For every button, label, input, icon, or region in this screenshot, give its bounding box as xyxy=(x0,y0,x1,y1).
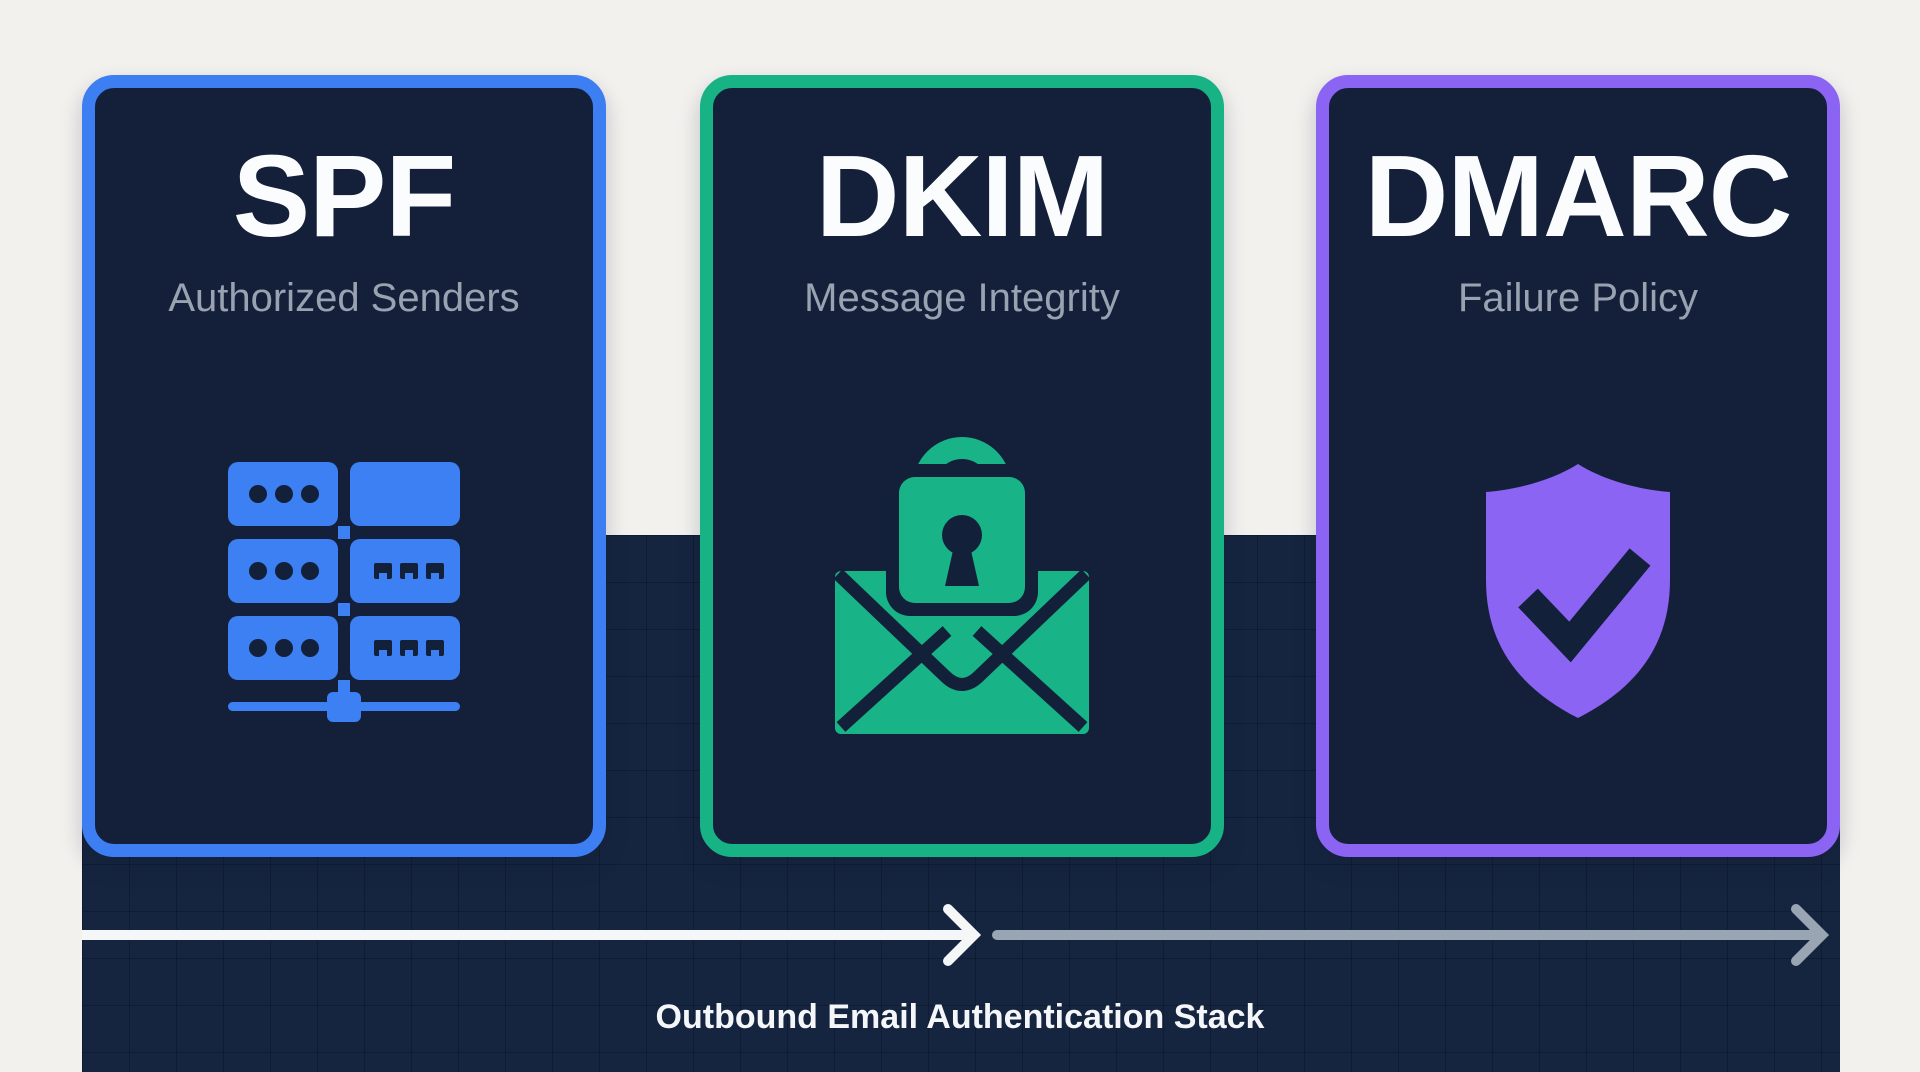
flow-arrows xyxy=(82,904,1830,966)
card-subtitle-dkim: Message Integrity xyxy=(804,276,1120,320)
flow-arrow-muted-head xyxy=(1791,904,1830,966)
card-title-dmarc: DMARC xyxy=(1364,131,1793,261)
flow-label: Outbound Email Authentication Stack xyxy=(655,998,1265,1036)
shield-check-icon xyxy=(1468,462,1688,722)
card-subtitle-dmarc: Failure Policy xyxy=(1457,276,1699,320)
card-title-spf: SPF xyxy=(232,131,457,261)
card-dkim: DKIM Message Integrity xyxy=(700,75,1224,857)
card-title-dkim: DKIM xyxy=(815,131,1109,261)
card-dmarc: DMARC Failure Policy xyxy=(1316,75,1840,857)
server-icon xyxy=(228,462,460,724)
card-subtitle-spf: Authorized Senders xyxy=(168,276,520,320)
flow-arrow-solid-head xyxy=(943,904,982,966)
card-spf: SPF Authorized Senders xyxy=(82,75,606,857)
lock-envelope-icon xyxy=(833,434,1091,736)
